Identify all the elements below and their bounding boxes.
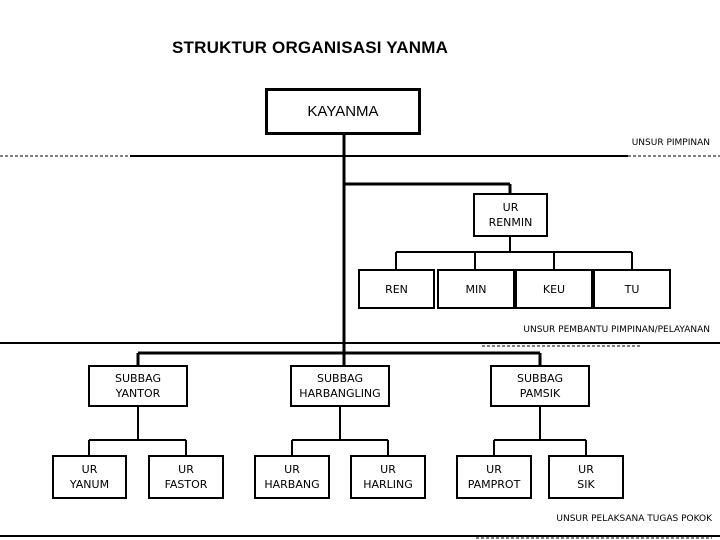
node-subbag-yantor: SUBBAG YANTOR <box>88 365 188 407</box>
note-unsur-pelaksana: UNSUR PELAKSANA TUGAS POKOK <box>556 514 712 524</box>
node-tu-label: TU <box>624 282 640 296</box>
node-subbag-harbangling: SUBBAG HARBANGLING <box>290 365 390 407</box>
node-ur-fastor-label: UR FASTOR <box>164 463 208 491</box>
node-ur-harbang: UR HARBANG <box>254 455 330 499</box>
node-min-label: MIN <box>465 282 487 296</box>
node-ur-sik-label: UR SIK <box>577 463 595 491</box>
node-ur-pamprot-label: UR PAMPROT <box>467 463 521 491</box>
node-subbag-yantor-label: SUBBAG YANTOR <box>115 372 161 400</box>
node-kayanma: KAYANMA <box>265 88 421 135</box>
node-kayanma-label: KAYANMA <box>307 103 379 120</box>
chart-title: STRUKTUR ORGANISASI YANMA <box>172 38 449 57</box>
node-keu-label: KEU <box>542 282 566 296</box>
node-keu: KEU <box>515 269 593 309</box>
node-tu: TU <box>593 269 671 309</box>
node-ur-renmin: UR RENMIN <box>473 193 548 237</box>
note-unsur-pembantu: UNSUR PEMBANTU PIMPINAN/PELAYANAN <box>523 325 710 335</box>
node-ur-sik: UR SIK <box>548 455 624 499</box>
node-ur-pamprot: UR PAMPROT <box>456 455 532 499</box>
node-ur-harling-label: UR HARLING <box>363 463 413 491</box>
note-unsur-pimpinan: UNSUR PIMPINAN <box>631 138 710 148</box>
node-ur-yanum: UR YANUM <box>52 455 127 499</box>
node-ur-yanum-label: UR YANUM <box>69 463 110 491</box>
node-ur-fastor: UR FASTOR <box>148 455 224 499</box>
node-subbag-pamsik-label: SUBBAG PAMSIK <box>517 372 563 400</box>
node-ren: REN <box>358 269 435 309</box>
node-ur-harling: UR HARLING <box>350 455 426 499</box>
node-subbag-pamsik: SUBBAG PAMSIK <box>490 365 590 407</box>
node-ur-harbang-label: UR HARBANG <box>264 463 320 491</box>
node-ren-label: REN <box>385 282 408 296</box>
node-ur-renmin-label: UR RENMIN <box>488 201 533 229</box>
node-subbag-harbangling-label: SUBBAG HARBANGLING <box>299 372 381 400</box>
node-min: MIN <box>437 269 515 309</box>
